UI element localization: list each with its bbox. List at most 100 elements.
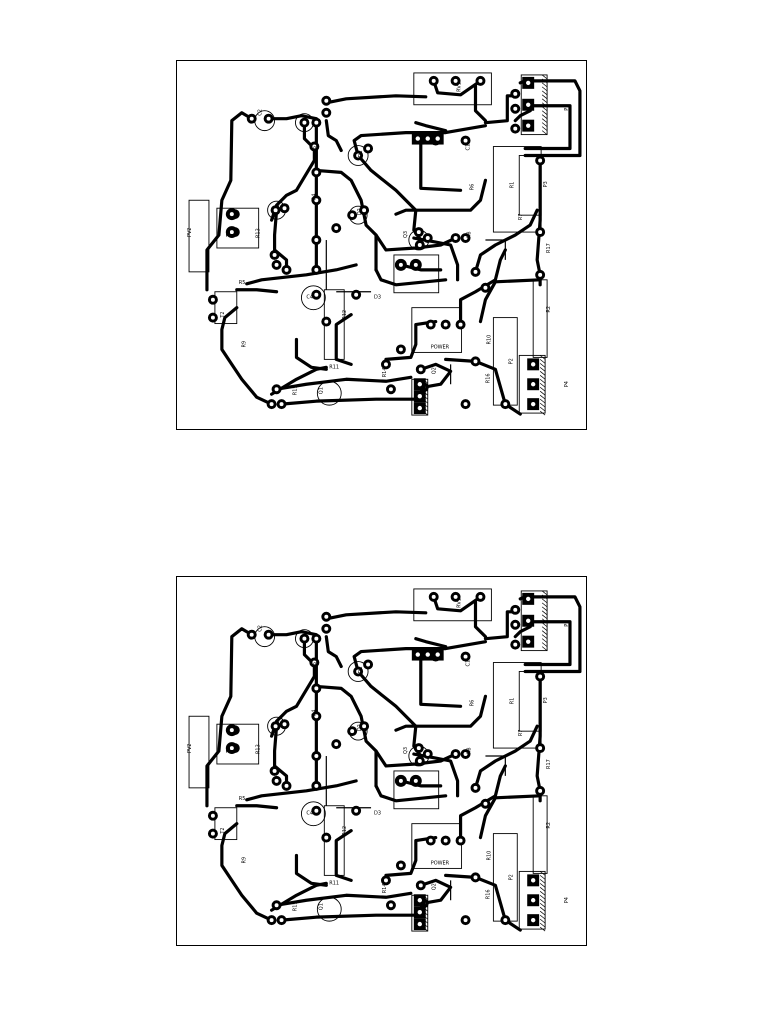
solder-pad xyxy=(311,117,322,128)
solder-pad xyxy=(311,264,322,275)
solder-pad xyxy=(535,743,546,754)
solder-pad xyxy=(331,223,342,234)
copper-trace xyxy=(352,640,488,674)
copper-trace xyxy=(220,822,274,922)
component-designator: R2 xyxy=(546,306,552,313)
solder-pad xyxy=(331,739,342,750)
pad-hole xyxy=(417,382,422,387)
component-outline-round xyxy=(300,801,326,827)
connector-hatch xyxy=(541,86,548,92)
component-designator: C3 xyxy=(279,202,285,209)
solder-pad xyxy=(309,657,320,668)
copper-trace xyxy=(394,178,488,216)
solder-pad xyxy=(455,835,466,846)
copper-trace xyxy=(245,263,358,286)
solder-pad xyxy=(311,711,322,722)
copper-trace xyxy=(513,625,532,639)
solder-pad xyxy=(207,810,218,821)
solder-pad xyxy=(470,266,481,277)
connector-hatch xyxy=(541,98,548,104)
pad-hole xyxy=(425,136,430,141)
component-designator: R9 xyxy=(242,857,248,864)
component-designator: C4 xyxy=(306,295,313,301)
solder-pad xyxy=(425,319,436,330)
copper-trace xyxy=(444,873,522,932)
component-designator: R15 xyxy=(292,901,298,911)
component-designator: D2 xyxy=(357,724,363,731)
connector-hatch xyxy=(539,891,546,896)
copper-trace xyxy=(245,779,358,802)
component-designator: Q1 xyxy=(318,387,324,394)
component-outline xyxy=(188,715,210,789)
copper-trace xyxy=(314,684,378,788)
solder-pad xyxy=(207,312,218,323)
solder-pad xyxy=(470,356,481,367)
solder-pad xyxy=(460,915,471,926)
component-outline xyxy=(393,254,440,294)
copper-trace xyxy=(272,724,289,788)
component-designator: PV2 xyxy=(187,227,193,237)
connector-hatch xyxy=(541,78,548,84)
component-designator: R16 xyxy=(485,889,491,899)
component-outline xyxy=(411,823,463,869)
solder-pad xyxy=(299,117,310,128)
connector-hatch xyxy=(539,902,546,908)
connector-hatch xyxy=(539,883,546,888)
copper-trace xyxy=(432,595,483,613)
component-designator: Q2 xyxy=(432,883,438,890)
pad-hole xyxy=(417,921,422,927)
solder-pad xyxy=(440,319,451,330)
component-outline-round xyxy=(347,661,369,682)
solder-pad xyxy=(455,319,466,330)
connector-hatch xyxy=(539,879,546,884)
solder-pad xyxy=(450,591,461,602)
pad-hole xyxy=(229,212,234,217)
solder-pad xyxy=(385,384,396,395)
component-outline xyxy=(188,199,210,273)
component-designator: R5 xyxy=(239,280,246,286)
component-outline-round xyxy=(300,285,326,311)
connector-hatch xyxy=(541,110,548,115)
pad-hole xyxy=(229,230,234,235)
solder-pad xyxy=(535,671,546,682)
solder-pad xyxy=(351,289,362,300)
solder-pad xyxy=(266,915,277,926)
solder-pad xyxy=(281,780,292,791)
component-designator: C2 xyxy=(258,109,264,116)
solder-pad xyxy=(311,683,322,694)
component-outline xyxy=(413,72,492,106)
copper-trace xyxy=(419,138,463,192)
connector-outline xyxy=(518,354,546,414)
pad-hole xyxy=(530,917,536,923)
connector-hatch xyxy=(541,122,548,127)
component-outline xyxy=(532,279,548,358)
pad-hole xyxy=(526,596,531,602)
component-designator: C2 xyxy=(258,625,264,632)
pad-hole xyxy=(229,746,234,751)
component-designator: R4 xyxy=(311,710,317,717)
pad-hole xyxy=(526,618,531,623)
pad-hole xyxy=(413,262,418,267)
component-designator: D1 xyxy=(358,666,364,673)
component-designator: R12 xyxy=(342,310,348,320)
component-designator: R17 xyxy=(546,243,552,253)
component-designator: Q3 xyxy=(403,747,409,754)
connector-hatch xyxy=(539,363,546,368)
solder-pad xyxy=(311,289,322,300)
connector-hatch xyxy=(539,382,546,388)
connector-hatch xyxy=(541,598,548,604)
solder-pad xyxy=(276,915,287,926)
component-designator: R3 xyxy=(313,146,319,153)
copper-trace xyxy=(394,694,488,732)
copper-trace xyxy=(205,627,254,808)
component-designator: RV1 xyxy=(457,598,463,608)
connector-hatch xyxy=(539,375,546,380)
component-designator: R9 xyxy=(242,341,248,348)
connector-hatch xyxy=(541,594,548,600)
solder-pad xyxy=(353,666,364,677)
component-designator: Q3 xyxy=(403,231,409,238)
component-designator: C1 xyxy=(466,660,472,667)
connector-hatch xyxy=(541,106,548,112)
copper-trace xyxy=(267,630,318,637)
